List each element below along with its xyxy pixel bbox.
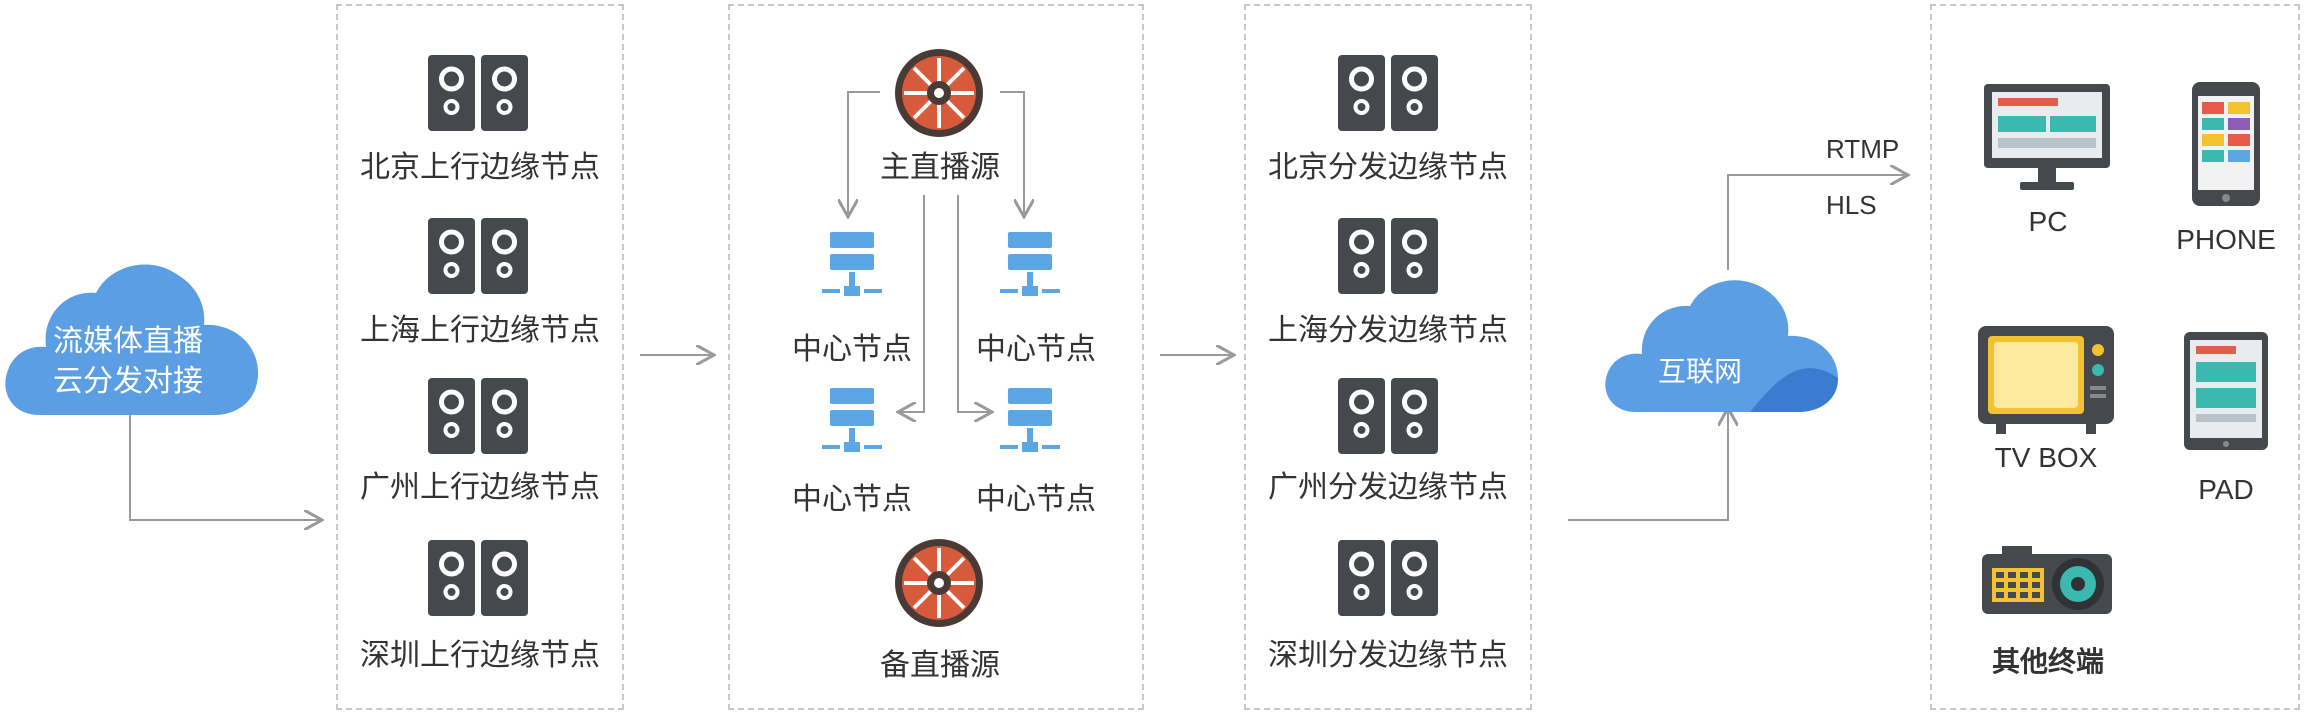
cloud-icon	[0, 255, 265, 429]
arrow-source-to-upstream	[129, 405, 320, 520]
center-node-label: 中心节点	[792, 482, 912, 517]
server-pair-icon	[428, 218, 528, 298]
terminal-pad-label: PAD	[2198, 474, 2254, 505]
tv-icon	[1978, 326, 2114, 440]
network-node-icon	[822, 232, 882, 306]
distribution-edge-label: 深圳分发边缘节点	[1268, 638, 1508, 673]
upstream-edge-group	[336, 4, 624, 710]
upstream-edge-label: 广州上行边缘节点	[360, 470, 600, 505]
arrow-distribution-to-internet	[1568, 410, 1728, 521]
center-node-label: 中心节点	[976, 482, 1096, 517]
phone-icon	[2192, 82, 2260, 210]
protocol-rtmp: RTMP	[1826, 134, 1900, 164]
tablet-icon	[2184, 332, 2268, 454]
center-node-label: 中心节点	[792, 332, 912, 367]
distribution-edge-group	[1244, 4, 1532, 710]
source-cloud-line1: 流媒体直播	[53, 324, 203, 359]
network-node-icon	[1000, 388, 1060, 462]
terminal-phone-label: PHONE	[2176, 224, 2276, 255]
server-pair-icon	[1338, 540, 1438, 620]
terminal-other-label: 其他终端	[1991, 645, 2105, 678]
source-cloud-label: 流媒体直播 云分发对接	[53, 322, 203, 402]
arrow-primary-to-left-node	[848, 91, 880, 215]
center-node-label: 中心节点	[976, 332, 1096, 367]
upstream-edge-label: 北京上行边缘节点	[360, 150, 600, 185]
distribution-edge-label: 广州分发边缘节点	[1268, 470, 1508, 505]
cloud-icon	[1600, 272, 1845, 426]
server-pair-icon	[428, 540, 528, 620]
internet-label: 互联网	[1657, 355, 1743, 388]
monitor-icon	[1984, 84, 2110, 196]
server-pair-icon	[1338, 55, 1438, 135]
backup-source-label: 备直播源	[880, 648, 1000, 683]
network-node-icon	[1000, 232, 1060, 306]
projector-icon	[1982, 546, 2112, 622]
terminal-pc-label: PC	[2028, 206, 2068, 237]
source-cloud-line2: 云分发对接	[53, 364, 203, 399]
protocol-hls: HLS	[1826, 190, 1877, 220]
distribution-edge-label: 上海分发边缘节点	[1268, 313, 1508, 348]
upstream-edge-label: 深圳上行边缘节点	[360, 638, 600, 673]
server-pair-icon	[428, 378, 528, 458]
terminal-tvbox-label: TV BOX	[1994, 442, 2098, 473]
reel-icon	[894, 538, 984, 632]
arrow-primary-to-lower-right	[957, 195, 990, 412]
primary-source-label: 主直播源	[880, 150, 1000, 185]
arrow-primary-to-lower-left	[900, 195, 925, 412]
core-group	[728, 4, 1144, 710]
arrow-primary-to-right-node	[1000, 91, 1024, 215]
server-pair-icon	[1338, 378, 1438, 458]
terminal-group	[1930, 4, 2300, 710]
server-pair-icon	[1338, 218, 1438, 298]
distribution-edge-label: 北京分发边缘节点	[1268, 150, 1508, 185]
server-pair-icon	[428, 55, 528, 135]
reel-icon	[894, 48, 984, 142]
arrow-internet-to-terminals	[1727, 175, 1906, 270]
network-node-icon	[822, 388, 882, 462]
upstream-edge-label: 上海上行边缘节点	[360, 313, 600, 348]
